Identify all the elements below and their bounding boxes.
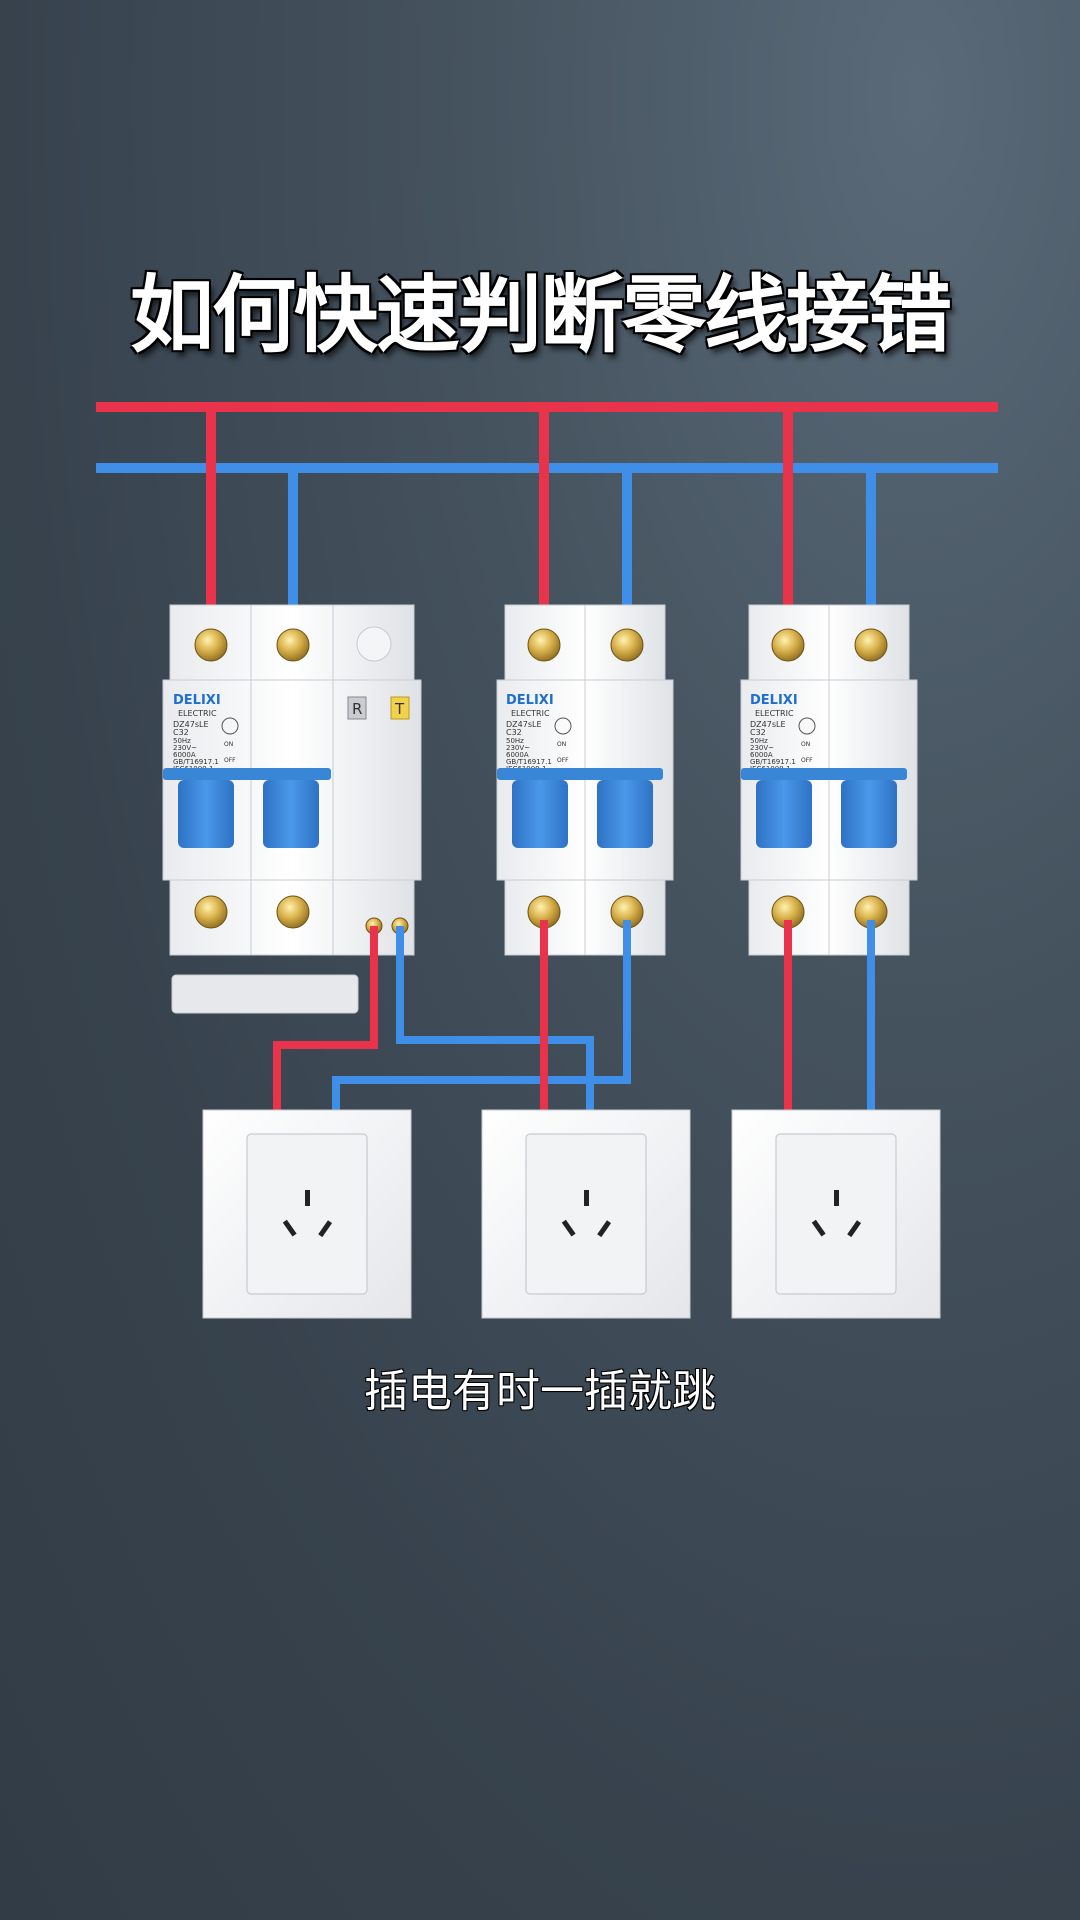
breaker-spec: C32 [750, 728, 766, 737]
page-title: 如何快速判断零线接错 [129, 266, 952, 364]
breaker-spec: 230V~ [750, 744, 774, 752]
off-label: OFF [557, 757, 569, 764]
breaker-spec: 50Hz [506, 737, 524, 745]
breaker-brand: DELIXI [750, 693, 798, 708]
breaker-spec: GB/T16917.1 [506, 758, 552, 766]
on-label: ON [557, 741, 566, 748]
breaker-2-handle-l[interactable] [512, 780, 568, 848]
breaker-spec: C32 [506, 728, 522, 737]
breaker-spec: 50Hz [173, 737, 191, 745]
breaker-spec: GB/T16917.1 [750, 758, 796, 766]
breaker-2-handle-r[interactable] [597, 780, 653, 848]
breaker-spec: DZ47sLE [506, 720, 542, 729]
breaker-spec: 6000A [750, 751, 773, 759]
off-label: OFF [801, 757, 813, 764]
breaker-sub: ELECTRIC [755, 709, 794, 718]
breaker-spec: 50Hz [750, 737, 768, 745]
breaker-brand: DELIXI [506, 693, 554, 708]
breaker-2[interactable]: DELIXI ELECTRIC DZ47sLE C32 50Hz 230V~ 6… [496, 604, 674, 956]
breaker-3[interactable]: DELIXI ELECTRIC DZ47sLE C32 50Hz 230V~ 6… [740, 604, 918, 956]
breaker-3-handle-l[interactable] [756, 780, 812, 848]
on-label: ON [801, 741, 810, 748]
three-pin-socket-icon [282, 1190, 333, 1238]
breaker-spec: DZ47sLE [750, 720, 786, 729]
socket-3[interactable] [731, 1109, 941, 1319]
breaker-spec: 230V~ [506, 744, 530, 752]
off-label: OFF [224, 757, 236, 764]
breaker-brand: DELIXI [173, 693, 221, 708]
breaker-1-handle-l[interactable] [178, 780, 234, 848]
breaker-3-handle-r[interactable] [841, 780, 897, 848]
breaker-spec: 6000A [506, 751, 529, 759]
breaker-spec: C32 [173, 728, 189, 737]
output-wires [273, 920, 875, 1112]
breaker-1-handle-r[interactable] [263, 780, 319, 848]
socket-2[interactable] [481, 1109, 691, 1319]
three-pin-socket-icon [561, 1190, 612, 1238]
breaker-spec: GB/T16917.1 [173, 758, 219, 766]
subtitle-caption: 插电有时一插就跳 [364, 1366, 716, 1417]
breaker-spec: 6000A [173, 751, 196, 759]
on-label: ON [224, 741, 233, 748]
breaker-spec: 230V~ [173, 744, 197, 752]
test-button-label: T [394, 700, 405, 718]
socket-1[interactable] [202, 1109, 412, 1319]
breaker-1[interactable]: R T DELIXI ELECTRIC DZ47sLE C32 50Hz 230… [162, 604, 422, 1014]
breaker-sub: ELECTRIC [178, 709, 217, 718]
breaker-spec: DZ47sLE [173, 720, 209, 729]
three-pin-socket-icon [811, 1190, 862, 1238]
reset-button-label: R [352, 700, 362, 718]
breaker-sub: ELECTRIC [511, 709, 550, 718]
